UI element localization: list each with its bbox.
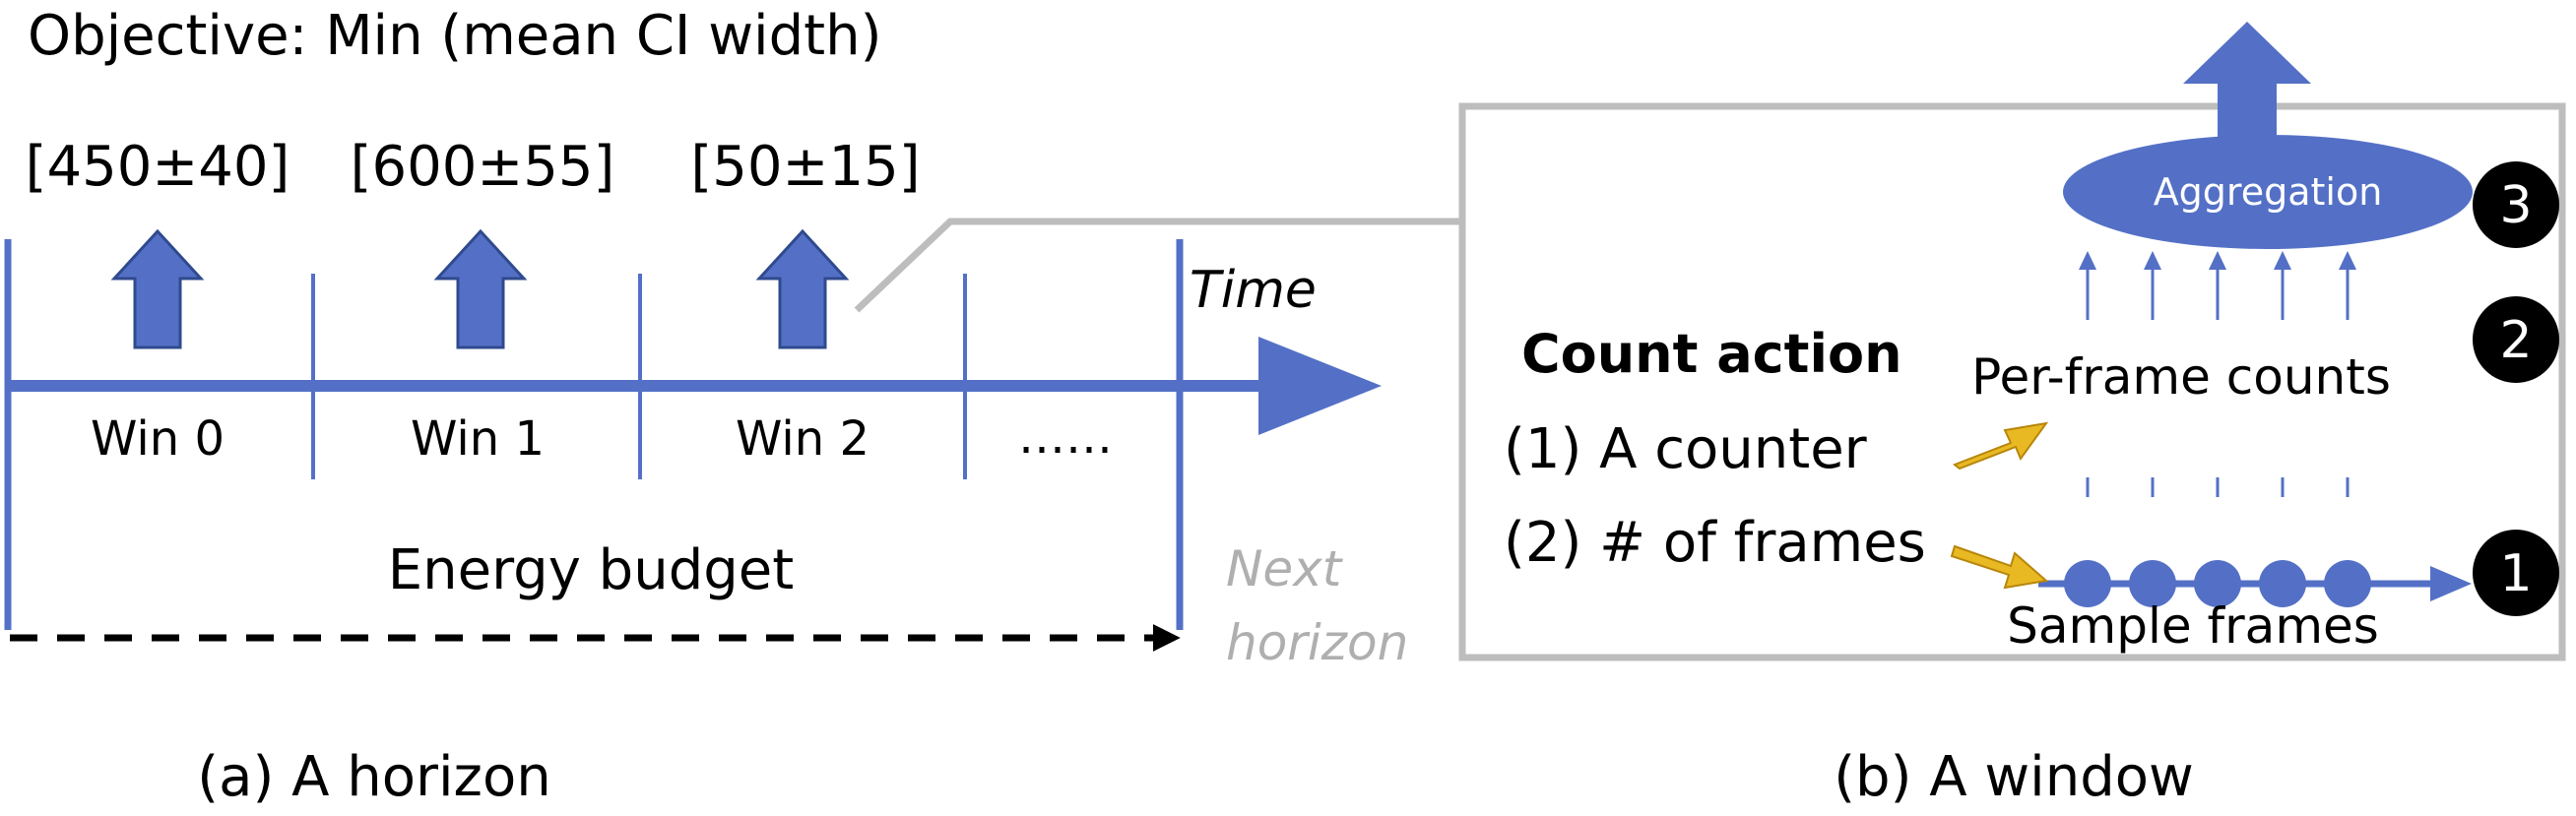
gold-arrow-icon	[1950, 544, 2049, 590]
frame-timeline-arrowhead-icon	[2430, 566, 2472, 601]
step-2-label: 2	[2499, 311, 2532, 370]
count-action-option-1: (1) A counter	[1504, 417, 1868, 481]
sample-frames-label: Sample frames	[2007, 597, 2379, 655]
per-frame-arrows	[2079, 251, 2356, 320]
gold-arrow-icon	[1953, 421, 2049, 471]
window-label: Win 0	[91, 411, 225, 467]
small-up-arrowhead-icon	[2144, 251, 2161, 270]
up-arrow-icon	[755, 228, 850, 349]
objective-title: Objective: Min (mean CI width)	[28, 4, 881, 68]
next-horizon-label-line2: horizon	[1226, 614, 1408, 671]
sample-frame-dot	[2194, 560, 2241, 607]
time-label: Time	[1190, 261, 1317, 320]
sample-frames	[2064, 560, 2371, 607]
step-3-badge	[2473, 161, 2559, 248]
step-3-label: 3	[2499, 176, 2532, 235]
energy-budget-label: Energy budget	[388, 538, 794, 602]
time-axis	[10, 380, 1260, 392]
window-label-ellipsis: ……	[1018, 409, 1113, 465]
count-action-title: Count action	[1521, 323, 1902, 385]
output-arrow-icon	[2183, 22, 2311, 162]
step-1-label: 1	[2499, 544, 2532, 603]
time-arrowhead-icon	[1258, 337, 1382, 435]
ci-label-win1: [600±55]	[351, 135, 615, 199]
per-frame-counts-label: Per-frame counts	[1971, 348, 2391, 406]
small-up-arrowhead-icon	[2339, 251, 2356, 270]
step-1-badge	[2473, 530, 2559, 616]
ci-label-win0: [450±40]	[26, 135, 290, 199]
aggregation-label: Aggregation	[2154, 170, 2383, 214]
sample-frame-dot	[2259, 560, 2306, 607]
window-label: Win 1	[411, 411, 545, 467]
count-action-option-2: (2) # of frames	[1504, 511, 1926, 575]
caption-b: (b) A window	[1834, 745, 2194, 809]
small-up-arrowhead-icon	[2209, 251, 2226, 270]
aggregation-node	[2063, 135, 2473, 249]
zoom-connector	[854, 218, 1462, 313]
sample-frame-dot	[2324, 560, 2371, 607]
caption-a: (a) A horizon	[197, 745, 550, 809]
small-up-arrowhead-icon	[2079, 251, 2096, 270]
up-arrow-icon	[433, 228, 528, 349]
sample-frame-dot	[2129, 560, 2176, 607]
next-horizon-label-line1: Next	[1226, 540, 1344, 597]
up-arrow-icon	[110, 228, 205, 349]
window-panel	[1458, 102, 2566, 661]
sample-frame-dot	[2064, 560, 2111, 607]
step-2-badge	[2473, 296, 2559, 383]
count-ticks	[2086, 477, 2350, 497]
ci-label-win2: [50±15]	[690, 135, 920, 199]
window-label: Win 2	[736, 411, 869, 467]
small-up-arrowhead-icon	[2274, 251, 2291, 270]
